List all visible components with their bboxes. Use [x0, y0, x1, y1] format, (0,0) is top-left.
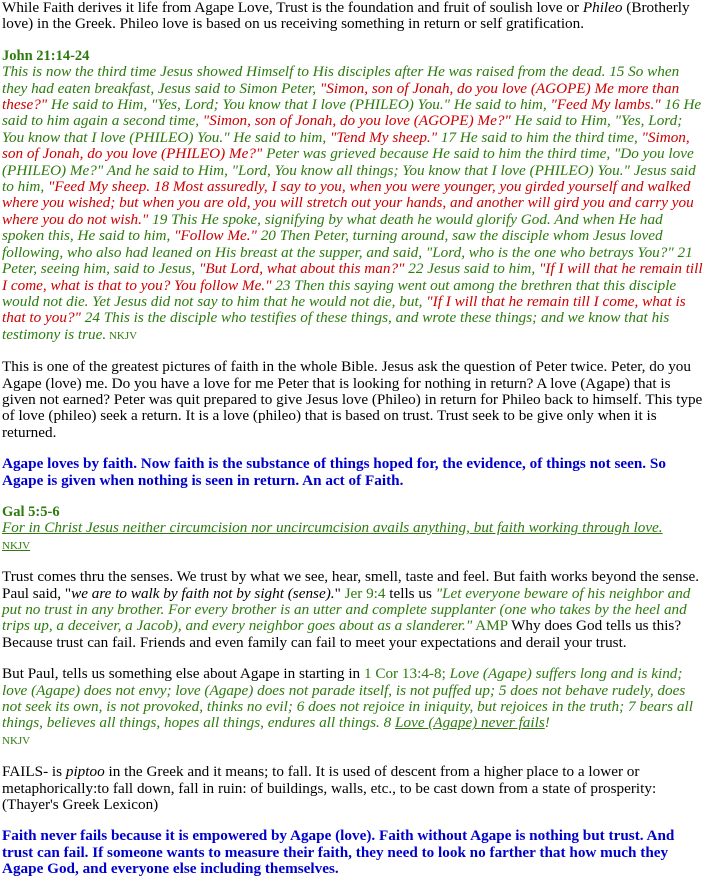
nkjv-label: NKJV: [2, 539, 31, 552]
jer-reference: Jer 9:4: [344, 584, 386, 602]
trust-paragraph: Trust comes thru the senses. We trust by…: [2, 568, 700, 651]
piptoo-term: piptoo: [65, 763, 105, 781]
peter-commentary-paragraph: This is one of the greatest pictures of …: [2, 358, 703, 441]
conclusion-paragraph: Faith never fails because it is empowere…: [2, 827, 675, 878]
nkjv-label: NKJV: [2, 734, 31, 747]
john-scripture-passage: This is now the third time Jesus showed …: [2, 63, 703, 343]
paul-agape-paragraph: But Paul, tells us something else about …: [2, 665, 693, 747]
agape-faith-paragraph: Agape loves by faith. Now faith is the s…: [2, 455, 666, 489]
nkjv-label: NKJV: [106, 329, 138, 342]
intro-paragraph: While Faith derives it life from Agape L…: [2, 0, 690, 33]
cor-reference: 1 Cor 13:4-8: [363, 665, 442, 683]
gal-reference-heading: Gal 5:5-6: [2, 503, 60, 520]
gal-verse: For in Christ Jesus neither circumcision…: [2, 519, 663, 552]
amp-label: AMP: [472, 617, 508, 635]
john-reference-heading: John 21:14-24: [2, 47, 90, 64]
fails-definition-paragraph: FAILS- is piptoo in the Greek and it mea…: [2, 763, 657, 814]
phileo-term: Phileo: [582, 0, 623, 16]
